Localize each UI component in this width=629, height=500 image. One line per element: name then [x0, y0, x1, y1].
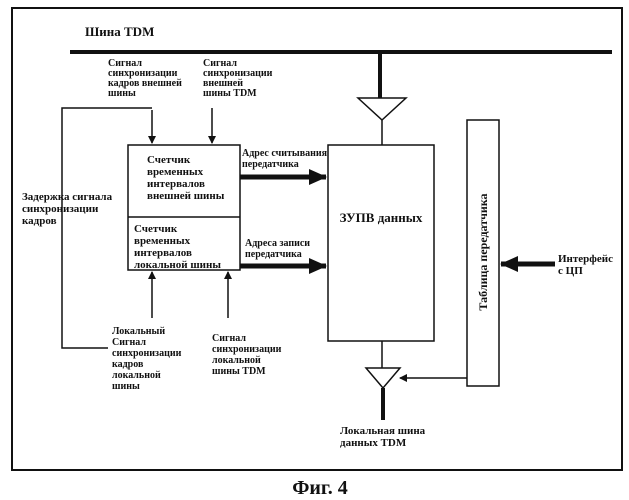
local-frame-sync-label: ЛокальныйСигналсинхронизациикадровлокаль… — [112, 326, 182, 392]
cpu-interface-label: Интерфейсс ЦП — [558, 253, 613, 277]
label-line: шины — [108, 88, 136, 99]
memory-block — [328, 145, 434, 341]
label-line: временных — [147, 166, 204, 178]
label-line: Сигнал — [112, 337, 146, 348]
memory-label: ЗУПВ данных — [340, 210, 423, 225]
label-line: Адрес считывания — [242, 148, 328, 159]
label-line: кадров — [112, 359, 144, 370]
label-line: локальной шины — [134, 259, 221, 271]
local-data-bus-label: Локальная шинаданных TDM — [340, 425, 426, 449]
label-line: шины TDM — [203, 88, 257, 99]
input-buffer-triangle — [358, 98, 406, 120]
label-line: временных — [134, 235, 191, 247]
label-line: локальной — [212, 355, 261, 366]
label-line: Сигнал — [212, 333, 246, 344]
figure-caption: Фиг. 4 — [292, 477, 348, 499]
read-address-label: Адрес считыванияпередатчика — [242, 148, 328, 170]
label-line: шины TDM — [212, 366, 266, 377]
outer-frame — [12, 8, 622, 470]
label-line: Интерфейс — [558, 253, 613, 265]
label-line: Адреса записи — [245, 238, 310, 249]
label-line: Локальная шина — [340, 425, 426, 437]
tdm-bus-label: Шина TDM — [85, 24, 154, 39]
label-line: локальной — [112, 370, 161, 381]
label-line: данных TDM — [340, 437, 407, 449]
label-line: Локальный — [112, 326, 165, 337]
local-bus-sync-label: Сигналсинхронизациилокальнойшины TDM — [212, 333, 282, 377]
label-line: Счетчик — [147, 154, 191, 166]
label-line: шины — [112, 381, 140, 392]
label-line: синхронизации — [112, 348, 182, 359]
ext-frame-sync-label: Сигналсинхронизациикадров внешнейшины — [108, 58, 182, 99]
label-line: синхронизации — [212, 344, 282, 355]
label-line: передатчика — [245, 249, 302, 260]
write-address-label: Адреса записипередатчика — [245, 238, 310, 260]
label-line: с ЦП — [558, 265, 583, 277]
label-line: синхронизации — [22, 203, 99, 215]
frame-sync-delay-label: Задержка сигналасинхронизациикадров — [22, 191, 113, 227]
transmitter-table-label: Таблица передатчика — [476, 193, 490, 310]
output-buffer-triangle — [366, 368, 400, 388]
label-line: интервалов — [147, 178, 205, 190]
label-line: Задержка сигнала — [22, 191, 113, 203]
ext-bus-sync-label: Сигналсинхронизациивнешнейшины TDM — [203, 58, 273, 99]
label-line: кадров — [22, 215, 57, 227]
label-line: внешней шины — [147, 190, 225, 202]
label-line: передатчика — [242, 159, 299, 170]
label-line: Счетчик — [134, 223, 178, 235]
label-line: интервалов — [134, 247, 192, 259]
